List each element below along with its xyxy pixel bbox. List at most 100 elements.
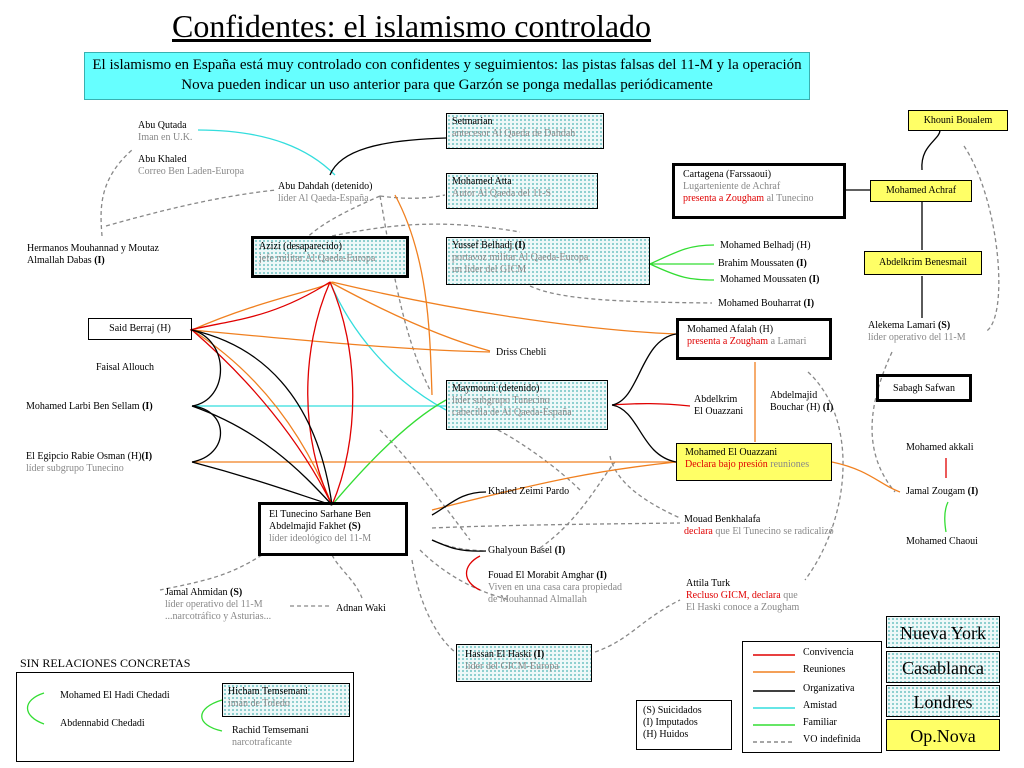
legend-label-organizativa: Organizativa	[803, 683, 855, 694]
line-type-legend: Convivencia Reuniones Organizativa Amist…	[742, 641, 882, 753]
link-dashed	[100, 149, 133, 237]
legend-label-familiar: Familiar	[803, 717, 837, 728]
node-mouad-benkhalafa: Mouad Benkhalafa declara que El Tunecino…	[684, 514, 834, 537]
node-mohamed-akkali: Mohamed akkali	[906, 442, 974, 453]
link-dashed	[489, 425, 581, 491]
link-dashed	[331, 554, 363, 599]
link-dashed	[609, 455, 681, 519]
node-faisal-allouch: Faisal Allouch	[96, 362, 155, 373]
link-dashed	[379, 429, 471, 541]
legend-label-amistad: Amistad	[803, 700, 837, 711]
link-organizativa	[191, 405, 333, 506]
link-organizativa	[191, 405, 222, 463]
legend-label-vo: VO indefinida	[803, 734, 861, 745]
node-attila-turk: Attila Turk Recluso GICM, declara que El…	[686, 578, 800, 613]
node-mohamed-belhadj: Mohamed Belhadj (H)	[720, 240, 811, 251]
node-mohamed-achraf: Mohamed Achraf	[870, 180, 972, 202]
node-mohamed-bouharrat: Mohamed Bouharrat (I)	[718, 298, 815, 309]
link-dashed	[594, 599, 681, 653]
key-imputados: (I) Imputados	[643, 717, 698, 728]
sin-relaciones-box	[16, 672, 354, 762]
line-legend-samples	[753, 654, 795, 743]
node-mohamed-afalah: Mohamed Afalah (H) presenta a Zougham a …	[676, 318, 832, 360]
node-mohamed-el-ouazzani: Mohamed El Ouazzani Declara bajo presión…	[676, 443, 832, 481]
legend-label-reuniones: Reuniones	[803, 664, 846, 675]
link-familiar	[649, 244, 715, 265]
legend-nueva-york: Nueva York	[886, 616, 1000, 648]
link-familiar	[201, 699, 223, 732]
legend-op-nova: Op.Nova	[886, 719, 1000, 751]
link-dashed	[105, 189, 277, 227]
link-dashed	[159, 554, 263, 591]
link-dashed	[419, 549, 511, 601]
node-el-tunecino: El Tunecino Sarhane Ben Abdelmajid Fakhe…	[258, 502, 408, 556]
link-amistad	[329, 281, 447, 411]
link-reuniones	[831, 461, 901, 493]
link-reuniones	[331, 281, 677, 335]
node-driss-chebli: Driss Chebli	[496, 347, 547, 358]
node-said-berraj: Said Berraj (H)	[88, 318, 192, 340]
sin-relaciones-title: SIN RELACIONES CONCRETAS	[20, 656, 191, 670]
node-jamal-zougam: Jamal Zougam (I)	[906, 486, 979, 497]
link-reuniones	[431, 461, 677, 511]
link-reuniones	[394, 194, 433, 396]
link-organizativa	[611, 333, 677, 406]
link-organizativa	[191, 329, 222, 407]
node-adnan-waki: Adnan Waki	[336, 603, 386, 614]
subtitle-banner: El islamismo en España está muy controla…	[84, 52, 810, 100]
node-brahim-moussaten: Brahim Moussaten (I)	[718, 258, 807, 269]
key-huidos: (H) Huidos	[643, 729, 689, 740]
link-reuniones	[191, 329, 333, 506]
node-jamal-ahmidan: Jamal Ahmidan (S) líder operativo del 11…	[165, 587, 272, 622]
node-azizi: Azizi (desaparecido)jefe militar Al Qaed…	[251, 236, 409, 278]
link-organizativa	[329, 137, 447, 176]
key-suicidados: (S) Suicidados	[643, 705, 702, 716]
link-convivencia	[307, 281, 333, 506]
link-familiar	[649, 263, 715, 281]
link-dashed	[529, 285, 713, 304]
node-abdelmajid-bouchar: Abdelmajid Bouchar (H) (I)	[770, 390, 834, 413]
link-organizativa	[191, 329, 333, 506]
node-mohamed-chaoui: Mohamed Chaoui	[906, 536, 978, 547]
node-khaled-zeimi-pardo: Khaled Zeimi Pardo	[488, 486, 570, 497]
link-dashed	[963, 145, 1000, 333]
node-alekema-lamari: Alekema Lamari (S) líder operativo del 1…	[868, 320, 966, 343]
node-fouad-el-morabit: Fouad El Morabit Amghar (I) Viven en una…	[488, 570, 623, 605]
link-dashed	[331, 223, 521, 237]
node-mohamed-moussaten: Mohamed Moussaten (I)	[720, 274, 820, 285]
link-organizativa	[431, 539, 487, 552]
link-convivencia	[611, 402, 691, 407]
link-organizativa	[431, 491, 487, 516]
node-hassan-el-haski: Hassan El Haski (I) líder del GICM-Europ…	[456, 644, 592, 682]
page-title: Confidentes: el islamismo controlado	[172, 8, 652, 44]
node-maymouni: Maymouni (detenido) líder subgrupo Tunec…	[446, 380, 608, 430]
link-dashed	[804, 371, 844, 581]
link-convivencia	[465, 555, 481, 591]
node-abdennabid-chedadi: Abdennabid Chedadi	[60, 718, 145, 729]
node-el-egipcio: El Egipcio Rabie Osman (H)(I) líder subg…	[26, 451, 153, 474]
link-organizativa	[611, 404, 677, 463]
link-organizativa	[921, 129, 941, 171]
legend-casablanca: Casablanca	[886, 651, 1000, 683]
node-cartagena: Cartagena (Farssaoui) Lugarteniente de A…	[672, 163, 846, 219]
node-sabagh-safwan: Sabagh Safwan	[876, 374, 972, 402]
link-amistad	[197, 129, 336, 176]
node-el-hadi-chedadi: Mohamed El Hadi Chedadi	[60, 690, 170, 701]
node-abdelkrim-benesmail: Abdelkrim Benesmail	[864, 251, 982, 275]
node-ghalyoun-basel: Ghalyoun Basel (I)	[488, 545, 566, 556]
link-reuniones	[329, 281, 491, 352]
link-dashed	[871, 351, 896, 493]
link-dashed	[379, 194, 446, 199]
node-abu-dahdah: Abu Dahdah (detenido)líder Al Qaeda-Espa…	[278, 181, 373, 204]
link-dashed	[431, 522, 681, 529]
node-khouni-boualem: Khouni Boualem	[908, 110, 1008, 131]
link-dashed	[411, 559, 456, 653]
